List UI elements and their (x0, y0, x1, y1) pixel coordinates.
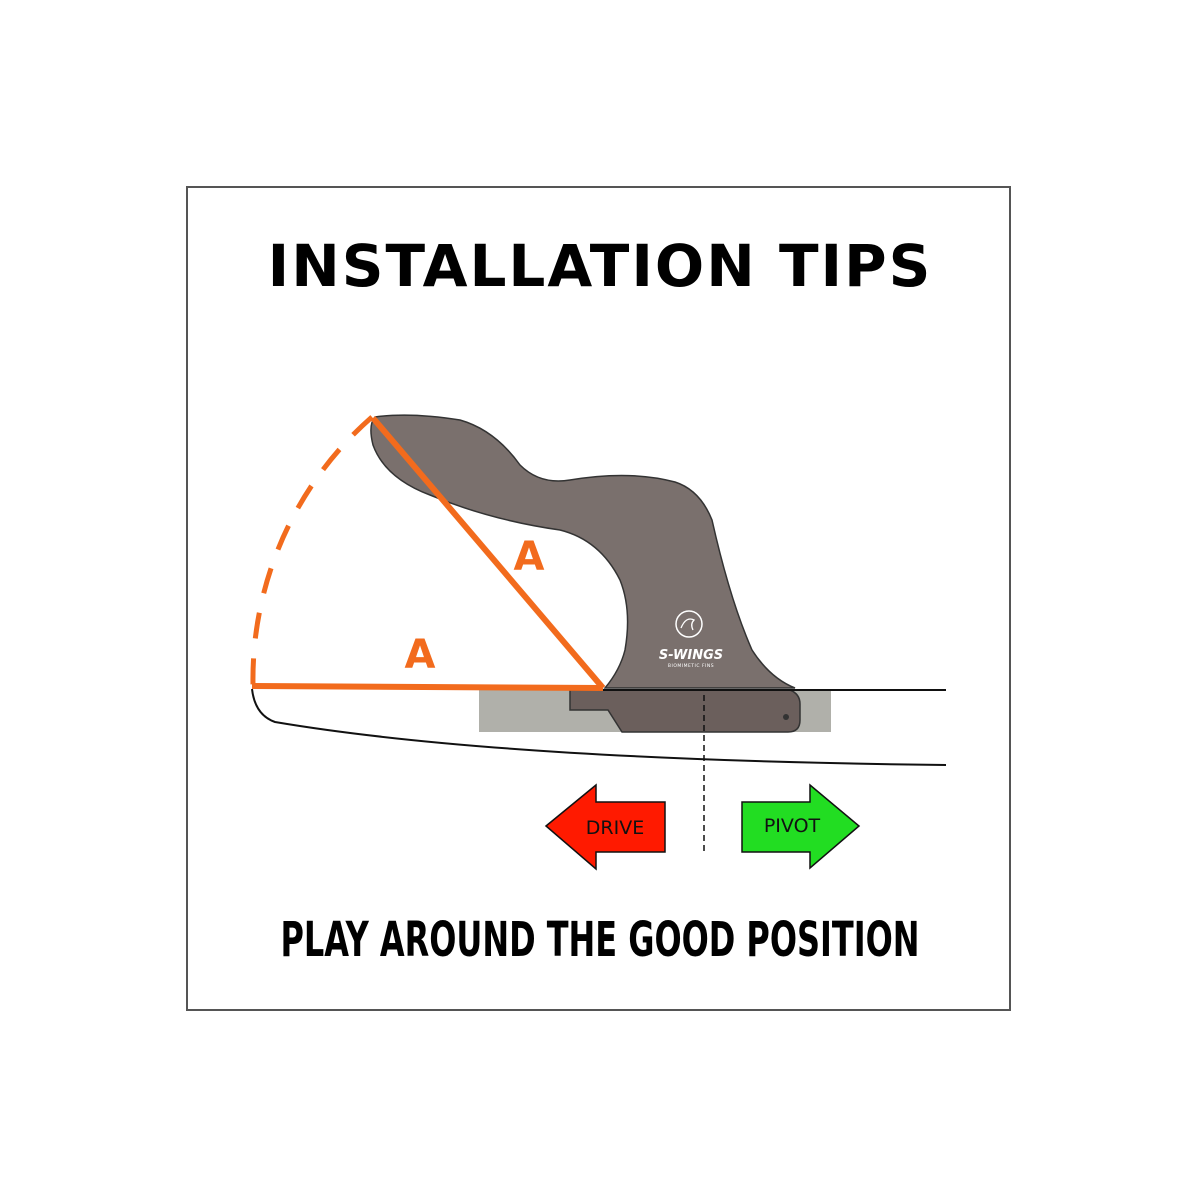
fin-base (569, 689, 801, 733)
drive-arrow: DRIVE (544, 783, 666, 871)
board-outline (251, 688, 947, 766)
brand-logo: S-WINGS BIOMIMETIC FINS (659, 610, 723, 669)
base-measure-line (251, 683, 604, 691)
page-subtitle: PLAY AROUND THE GOOD POSITION (280, 912, 920, 968)
arrow-left-icon (544, 783, 666, 871)
pivot-arrow: PIVOT (741, 783, 861, 870)
page-title: INSTALLATION TIPS (267, 232, 933, 300)
diagram-frame (186, 186, 1011, 1011)
wave-icon (675, 610, 703, 638)
measure-label-diagonal: A (514, 534, 545, 580)
arrow-right-icon (741, 783, 861, 870)
pivot-label: PIVOT (764, 815, 821, 837)
fin-screw (783, 714, 789, 720)
brand-name: S-WINGS (659, 648, 723, 663)
swing-arc (250, 415, 374, 686)
brand-tagline: BIOMIMETIC FINS (668, 663, 714, 669)
measure-label-base: A (405, 632, 436, 678)
drive-label: DRIVE (586, 817, 644, 839)
diagonal-measure-line (370, 416, 606, 690)
